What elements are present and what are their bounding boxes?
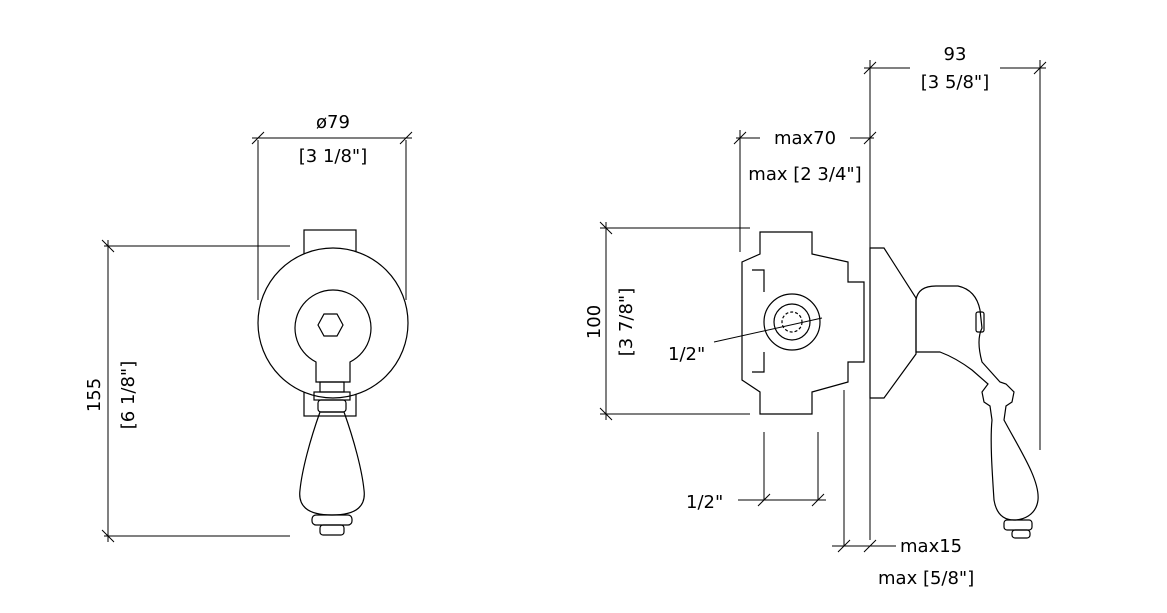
height-label: 155 — [84, 378, 105, 412]
inlet-label: 1/2" — [668, 344, 705, 365]
spindle-housing — [294, 289, 372, 383]
depth-label: 93 — [944, 44, 967, 65]
front-view: ø79 [3 1/8"] 155 [6 1/8"] — [84, 112, 413, 543]
tick-mark — [863, 61, 877, 75]
leader-line — [713, 317, 823, 343]
depth-in-label: [3 5/8"] — [921, 72, 989, 93]
tick-mark — [837, 539, 851, 553]
tick-mark — [1033, 61, 1047, 75]
side-view: 93 [3 5/8"] max70 max [2 3/4"] 100 [3 7/… — [584, 44, 1047, 589]
lever-handle — [299, 411, 365, 516]
tick-mark — [863, 539, 877, 553]
hex-spindle — [317, 313, 344, 337]
height-in-label: [6 1/8"] — [118, 361, 139, 429]
tick-mark — [599, 407, 613, 421]
handle-tip — [1011, 529, 1031, 539]
tick-mark — [733, 131, 747, 145]
valve-body — [741, 231, 865, 415]
tick-mark — [399, 131, 413, 145]
tick-mark — [251, 131, 265, 145]
handle-tip — [1003, 519, 1033, 531]
handle-tip — [311, 514, 353, 526]
body-height-label: 100 — [584, 305, 605, 339]
inlet-thread — [781, 311, 803, 333]
tick-mark — [757, 493, 771, 507]
collar-ring — [317, 399, 347, 413]
cover-plate — [257, 247, 409, 399]
cover-plate-profile — [869, 247, 917, 399]
outlet-label: 1/2" — [686, 492, 723, 513]
lever-handle-side — [915, 285, 1039, 521]
max-body-in-label: max [2 3/4"] — [748, 164, 861, 185]
body-height-in-label: [3 7/8"] — [616, 288, 637, 356]
tick-mark — [863, 131, 877, 145]
tick-mark — [101, 239, 115, 253]
body-detail — [752, 269, 765, 373]
handle-cap — [975, 311, 985, 333]
inlet-port — [763, 293, 821, 351]
tick-mark — [599, 221, 613, 235]
tick-mark — [101, 529, 115, 543]
max-cover-label: max15 — [900, 536, 962, 557]
handle-tip — [319, 524, 345, 536]
tick-mark — [811, 493, 825, 507]
diameter-label: ø79 — [316, 112, 350, 133]
diameter-in-label: [3 1/8"] — [299, 146, 367, 167]
max-body-label: max70 — [774, 128, 836, 149]
inlet-bore — [773, 303, 811, 341]
max-cover-in-label: max [5/8"] — [878, 568, 974, 589]
